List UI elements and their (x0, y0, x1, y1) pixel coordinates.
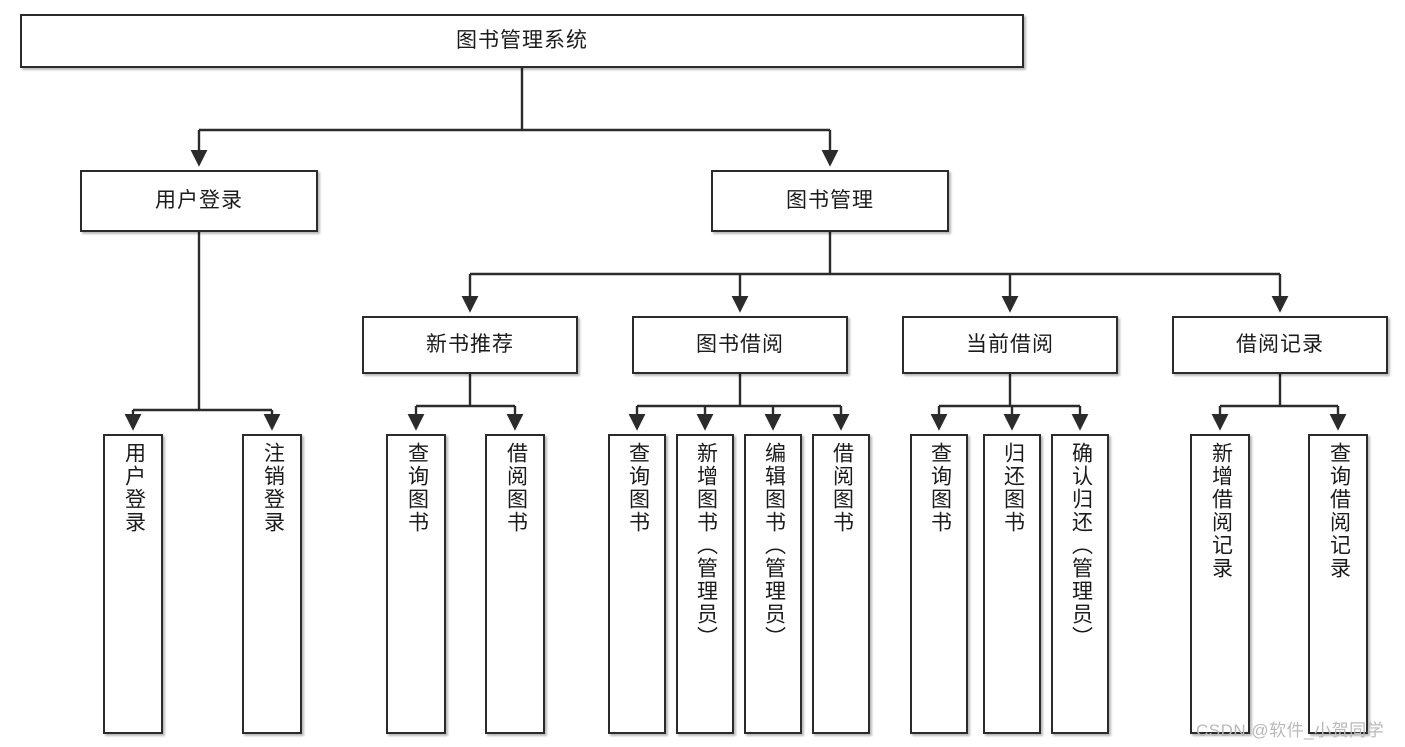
node-leaf-borrow-add-book-label: 新增图书（管理员） (694, 442, 718, 649)
node-current-borrow[interactable]: 当前借阅 (902, 316, 1118, 374)
node-user-login[interactable]: 用户登录 (80, 170, 318, 232)
node-leaf-rec-query-record-label: 查询借阅记录 (1327, 442, 1351, 580)
node-new-book-recommend[interactable]: 新书推荐 (362, 316, 578, 374)
node-leaf-rec-add-record-label: 新增借阅记录 (1209, 442, 1233, 580)
node-root[interactable]: 图书管理系统 (20, 14, 1024, 68)
node-leaf-cur-confirm-return[interactable]: 确认归还（管理员） (1051, 434, 1109, 734)
node-book-manage-label: 图书管理 (786, 189, 874, 213)
node-leaf-borrow-borrow-book[interactable]: 借阅图书 (812, 434, 870, 734)
node-leaf-rec-query-book-label: 查询图书 (405, 442, 429, 534)
node-borrow-record[interactable]: 借阅记录 (1172, 316, 1388, 374)
node-leaf-user-logout[interactable]: 注销登录 (242, 434, 302, 734)
node-root-label: 图书管理系统 (456, 29, 588, 53)
node-book-borrow-label: 图书借阅 (696, 333, 784, 357)
node-leaf-borrow-query-book-label: 查询图书 (626, 442, 650, 534)
node-leaf-rec-borrow-book[interactable]: 借阅图书 (485, 434, 545, 734)
node-leaf-rec-query-book[interactable]: 查询图书 (386, 434, 446, 734)
node-current-borrow-label: 当前借阅 (966, 333, 1054, 357)
node-leaf-rec-borrow-book-label: 借阅图书 (504, 442, 528, 534)
node-user-login-label: 用户登录 (155, 189, 243, 213)
node-leaf-cur-return-book[interactable]: 归还图书 (983, 434, 1041, 734)
node-leaf-user-logout-label: 注销登录 (261, 442, 285, 534)
node-leaf-borrow-edit-book-label: 编辑图书（管理员） (762, 442, 786, 649)
node-leaf-rec-query-record[interactable]: 查询借阅记录 (1308, 434, 1368, 734)
node-borrow-record-label: 借阅记录 (1236, 333, 1324, 357)
node-leaf-cur-query-book-label: 查询图书 (928, 442, 952, 534)
node-book-borrow[interactable]: 图书借阅 (632, 316, 848, 374)
node-new-book-recommend-label: 新书推荐 (426, 333, 514, 357)
node-leaf-user-login[interactable]: 用户登录 (103, 434, 163, 734)
node-leaf-cur-query-book[interactable]: 查询图书 (910, 434, 968, 734)
node-leaf-borrow-query-book[interactable]: 查询图书 (608, 434, 666, 734)
node-leaf-rec-add-record[interactable]: 新增借阅记录 (1190, 434, 1250, 734)
csdn-watermark: CSDN @软件_小贺同学 (1196, 721, 1385, 740)
node-leaf-borrow-add-book[interactable]: 新增图书（管理员） (676, 434, 734, 734)
node-leaf-borrow-edit-book[interactable]: 编辑图书（管理员） (744, 434, 802, 734)
node-book-manage[interactable]: 图书管理 (711, 170, 949, 232)
node-leaf-cur-return-book-label: 归还图书 (1001, 442, 1025, 534)
node-leaf-borrow-borrow-book-label: 借阅图书 (830, 442, 854, 534)
node-leaf-user-login-label: 用户登录 (122, 442, 146, 534)
node-leaf-cur-confirm-return-label: 确认归还（管理员） (1069, 442, 1093, 649)
